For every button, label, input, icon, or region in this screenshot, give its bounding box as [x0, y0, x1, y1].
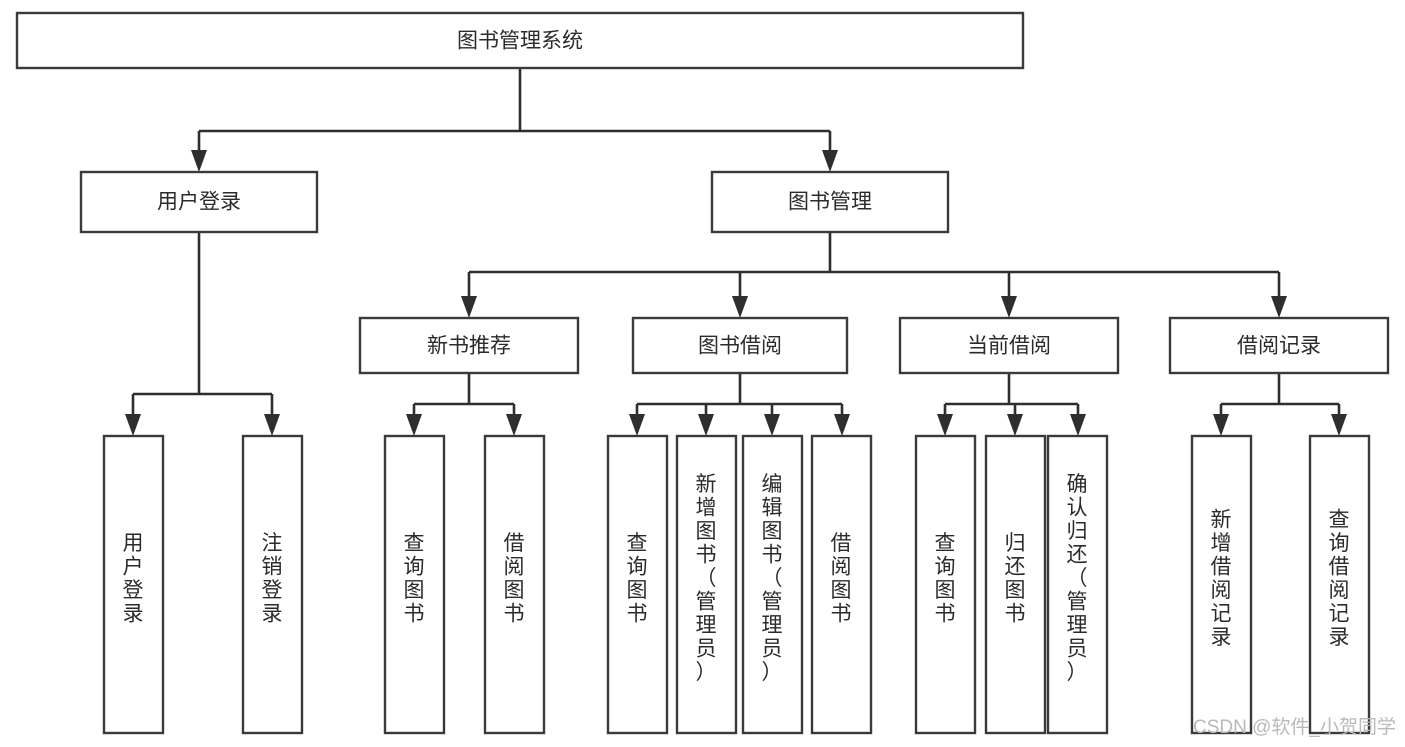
node-leaf-add-book[interactable]: 新增图书（管理员）	[675, 434, 738, 735]
node-leaf-confirm-return-label: 确认归还（管理员）	[1067, 473, 1088, 684]
node-leaf-edit-book[interactable]: 编辑图书（管理员）	[741, 434, 804, 735]
node-new-book-recommend-box[interactable]	[358, 316, 580, 375]
node-current-borrow[interactable]: 当前借阅	[898, 316, 1120, 375]
node-leaf-borrow-book-1[interactable]: 借阅图书	[483, 434, 546, 735]
node-book-borrow-label: 图书借阅	[698, 335, 782, 358]
node-borrow-record-label: 借阅记录	[1237, 335, 1321, 358]
node-leaf-edit-book-box[interactable]	[741, 434, 804, 735]
arrow-leaf-query-record	[1331, 414, 1347, 436]
node-current-borrow-box[interactable]	[898, 316, 1120, 375]
node-leaf-user-login[interactable]: 用户登录	[102, 434, 165, 735]
node-user-login[interactable]: 用户登录	[79, 170, 319, 234]
node-leaf-query-book-2-box[interactable]	[606, 434, 669, 735]
node-leaf-return-book-label: 归还图书	[1005, 532, 1026, 626]
node-leaf-query-book-3-label: 查询图书	[935, 532, 956, 626]
node-leaf-add-book-label: 新增图书（管理员）	[696, 473, 717, 684]
arrow-leaf-confirm-return	[1070, 414, 1086, 436]
node-book-borrow[interactable]: 图书借阅	[631, 316, 849, 375]
node-leaf-edit-book-label: 编辑图书（管理员）	[762, 473, 783, 684]
arrow-book-borrow	[732, 296, 748, 318]
arrow-leaf-logout-login	[264, 414, 280, 436]
arrow-leaf-query-book-3	[937, 414, 953, 436]
node-root-label: 图书管理系统	[457, 30, 583, 53]
node-leaf-query-record-box[interactable]	[1308, 434, 1371, 735]
node-leaf-borrow-book-1-label: 借阅图书	[504, 532, 525, 626]
arrow-current-borrow	[1001, 296, 1017, 318]
node-borrow-record[interactable]: 借阅记录	[1168, 316, 1390, 375]
csdn-watermark: CSDN @软件_小贺同学	[1193, 716, 1396, 738]
node-new-book-recommend-label: 新书推荐	[427, 335, 511, 358]
arrow-leaf-borrow-book-1	[506, 414, 522, 436]
node-current-borrow-label: 当前借阅	[967, 335, 1051, 358]
node-leaf-confirm-return-box[interactable]	[1046, 434, 1109, 735]
node-user-login-box[interactable]	[79, 170, 319, 234]
node-book-management-box[interactable]	[710, 170, 950, 234]
node-leaf-borrow-book-2-box[interactable]	[810, 434, 873, 735]
arrow-leaf-return-book	[1007, 414, 1023, 436]
arrow-leaf-query-book-1	[406, 414, 422, 436]
node-leaf-borrow-book-1-box[interactable]	[483, 434, 546, 735]
node-leaf-user-login-box[interactable]	[102, 434, 165, 735]
node-leaf-confirm-return[interactable]: 确认归还（管理员）	[1046, 434, 1109, 735]
node-leaf-query-book-2[interactable]: 查询图书	[606, 434, 669, 735]
arrow-leaf-user-login	[125, 414, 141, 436]
node-new-book-recommend[interactable]: 新书推荐	[358, 316, 580, 375]
node-root[interactable]: 图书管理系统	[15, 11, 1025, 70]
node-book-management-label: 图书管理	[788, 191, 872, 214]
node-book-management[interactable]: 图书管理	[710, 170, 950, 234]
node-leaf-logout-login-label: 注销登录	[262, 532, 283, 626]
node-leaf-return-book[interactable]: 归还图书	[984, 434, 1047, 735]
node-leaf-borrow-book-2-label: 借阅图书	[831, 532, 852, 626]
node-leaf-query-book-1-label: 查询图书	[404, 532, 425, 626]
node-leaf-borrow-book-2[interactable]: 借阅图书	[810, 434, 873, 735]
node-leaf-query-book-3[interactable]: 查询图书	[914, 434, 977, 735]
node-leaf-return-book-box[interactable]	[984, 434, 1047, 735]
node-leaf-query-book-2-label: 查询图书	[627, 532, 648, 626]
node-leaf-add-record-label: 新增借阅记录	[1211, 508, 1232, 649]
node-root-box[interactable]	[15, 11, 1025, 70]
arrow-leaf-edit-book	[764, 414, 780, 436]
arrow-leaf-borrow-book-2	[834, 414, 850, 436]
arrow-book-management	[822, 150, 838, 172]
node-leaf-add-record[interactable]: 新增借阅记录	[1190, 434, 1253, 735]
arrow-new-book-recommend	[461, 296, 477, 318]
node-book-borrow-box[interactable]	[631, 316, 849, 375]
connector-layer	[125, 68, 1347, 436]
node-leaf-add-book-box[interactable]	[675, 434, 738, 735]
node-borrow-record-box[interactable]	[1168, 316, 1390, 375]
node-leaf-user-login-label: 用户登录	[123, 532, 144, 626]
node-leaf-logout-login-box[interactable]	[241, 434, 304, 735]
node-leaf-query-record-label: 查询借阅记录	[1329, 508, 1350, 649]
node-leaf-query-book-3-box[interactable]	[914, 434, 977, 735]
node-leaf-query-book-1-box[interactable]	[383, 434, 446, 735]
arrow-leaf-add-record	[1213, 414, 1229, 436]
node-leaf-add-record-box[interactable]	[1190, 434, 1253, 735]
node-leaf-query-record[interactable]: 查询借阅记录	[1308, 434, 1371, 735]
node-leaf-query-book-1[interactable]: 查询图书	[383, 434, 446, 735]
node-leaf-logout-login[interactable]: 注销登录	[241, 434, 304, 735]
arrow-borrow-record	[1271, 296, 1287, 318]
arrow-user-login	[191, 150, 207, 172]
arrow-leaf-query-book-2	[629, 414, 645, 436]
arrow-leaf-add-book	[698, 414, 714, 436]
node-user-login-label: 用户登录	[157, 191, 241, 214]
